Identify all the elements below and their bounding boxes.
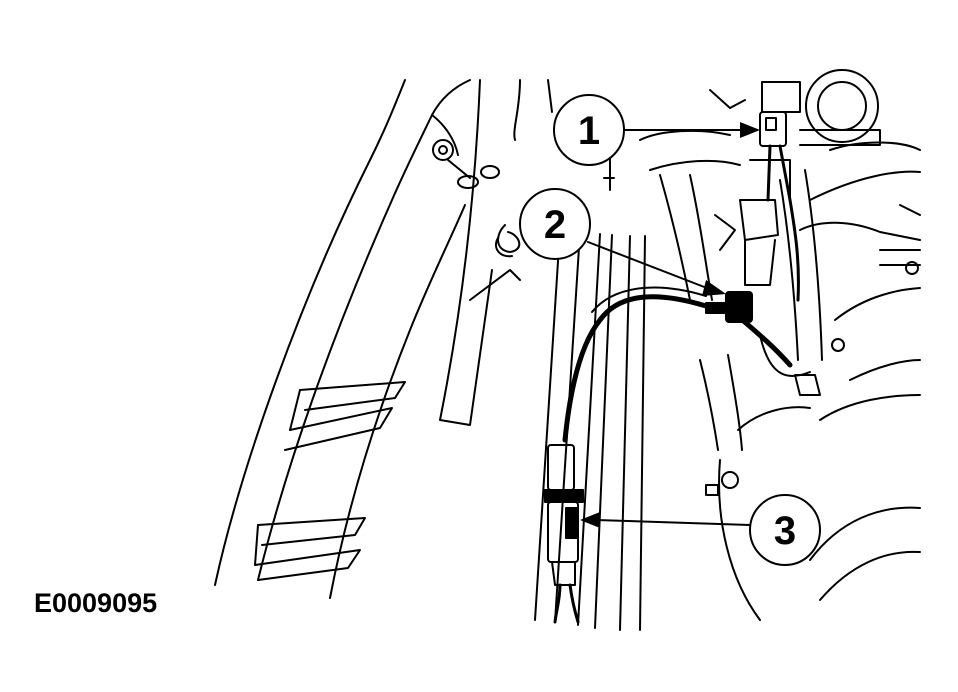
engine-components <box>705 141 921 621</box>
connector-2-assembly <box>705 159 791 323</box>
inner-panel <box>439 79 553 426</box>
callout-number-2: 2 <box>544 203 566 247</box>
callout-number-1: 1 <box>578 109 600 153</box>
leader-arrowheads <box>580 122 760 528</box>
sensor-harness <box>562 286 821 443</box>
callout-circle-1: 1 <box>553 94 625 166</box>
coolant-hose <box>639 129 743 451</box>
callout-circle-3: 3 <box>749 494 821 566</box>
figure-id-label: E0009095 <box>34 588 158 618</box>
leader-lines <box>587 129 751 526</box>
louvers <box>254 381 406 581</box>
fender-panel <box>214 79 500 599</box>
callout-circle-2: 2 <box>519 188 591 260</box>
callout-number-3: 3 <box>774 509 796 553</box>
connector-3-assembly <box>544 444 584 624</box>
connector-1-assembly <box>709 69 881 302</box>
